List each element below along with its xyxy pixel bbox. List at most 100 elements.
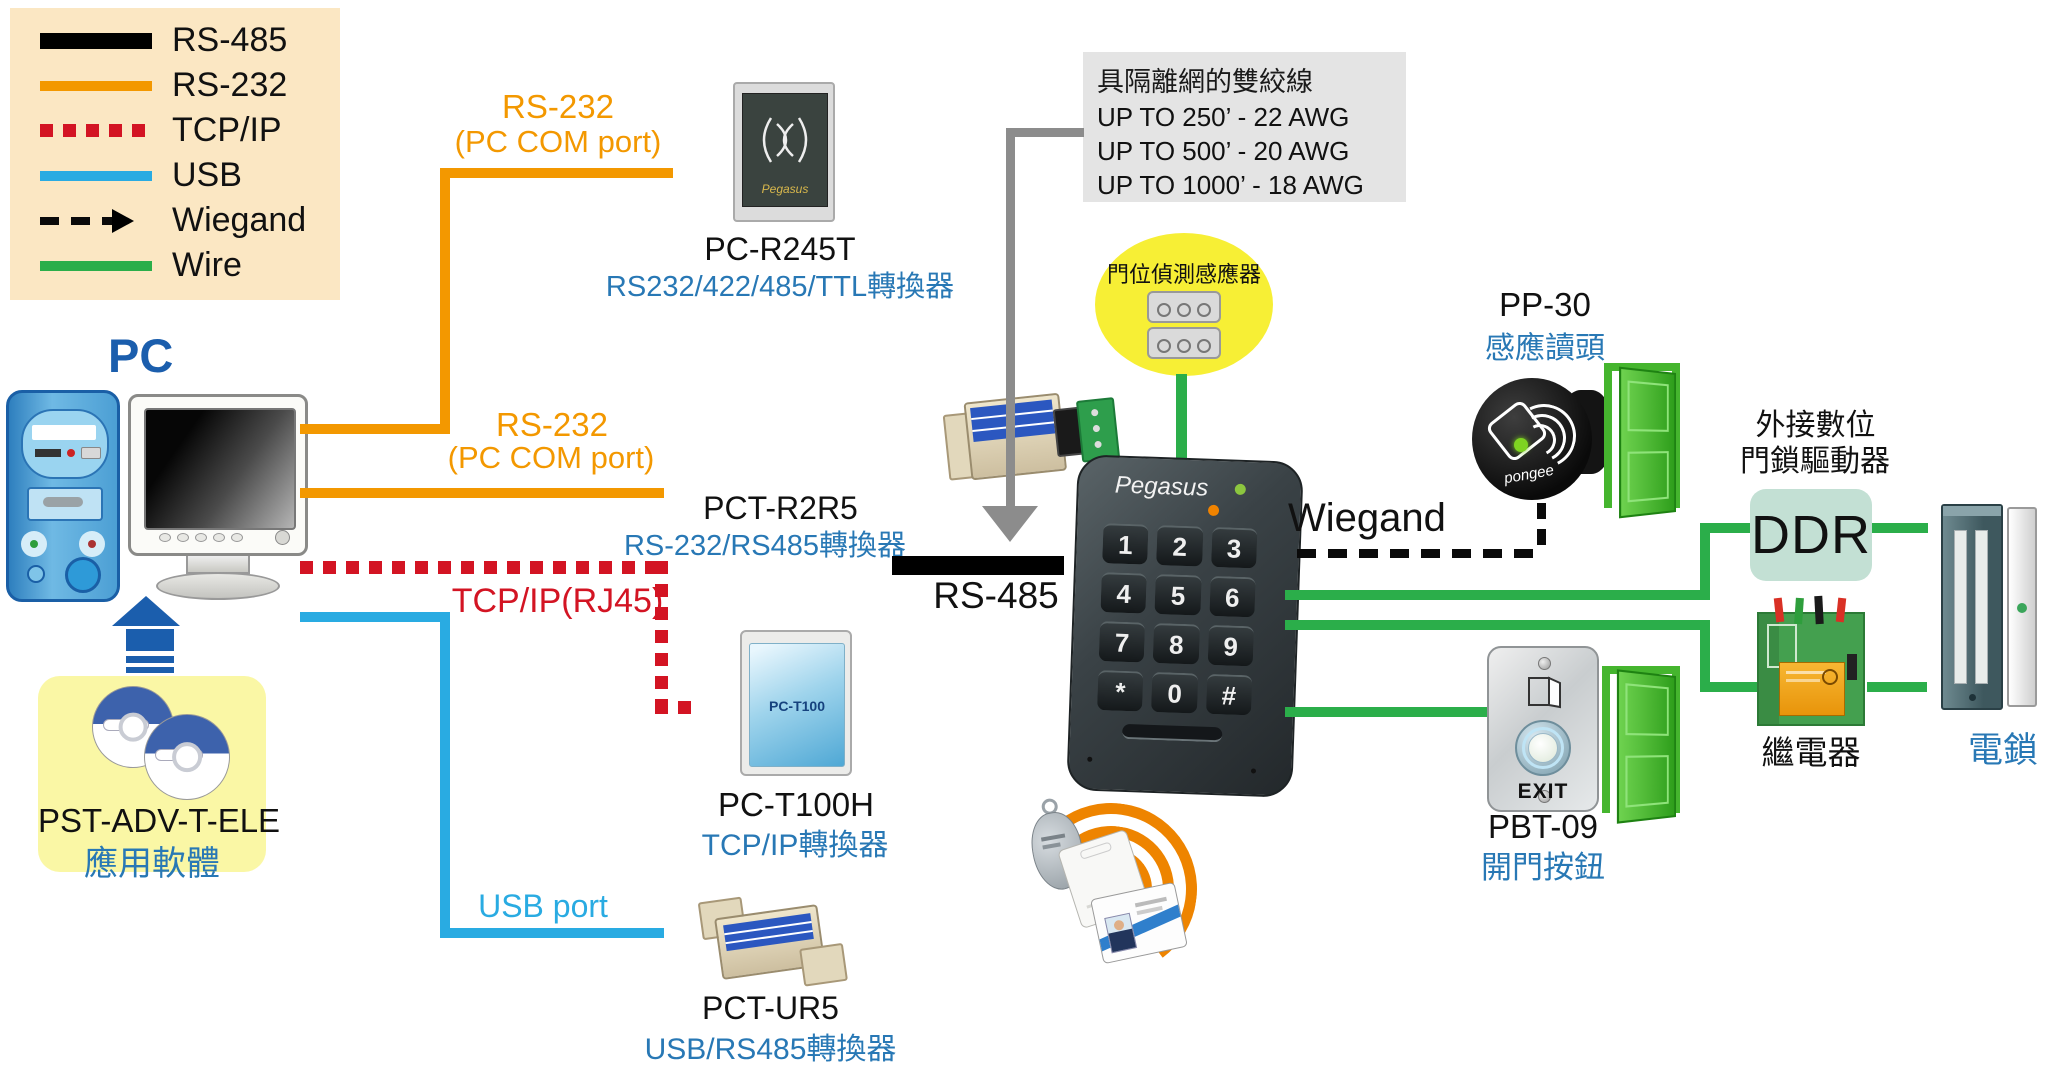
monitor-screen: [144, 408, 296, 530]
legend-item-wiegand: Wiegand: [10, 198, 340, 243]
key-8[interactable]: 8: [1153, 622, 1200, 665]
rs232-top-line-vert: [440, 168, 450, 434]
usb-line-horiz-monitor: [300, 612, 445, 622]
ddr-box: DDR: [1750, 489, 1872, 581]
rs232-top-line-horiz: [440, 168, 673, 178]
wiegand-arrow-icon: [40, 208, 152, 233]
key-0[interactable]: 0: [1151, 671, 1199, 714]
legend-label: RS-485: [172, 21, 288, 59]
maglock-armature-illustration: [2007, 507, 2037, 707]
legend-item-usb: USB: [10, 153, 340, 198]
keypad-keys: 1 2 3 4 5 6 7 8 9 * 0 #: [1097, 523, 1258, 716]
key-7[interactable]: 7: [1098, 621, 1146, 663]
wiegand-line-vert: [1537, 503, 1546, 551]
usb-line-horiz: [440, 928, 664, 938]
arrow-up-bar: [126, 629, 174, 651]
usb-label: USB port: [478, 888, 608, 924]
key-hash[interactable]: #: [1205, 673, 1253, 716]
led-orange-icon: [1207, 504, 1220, 517]
rs485-bus-bar: [892, 556, 1064, 575]
door-sensor-bubble: 門位偵測感應器: [1095, 233, 1273, 376]
pc-t100h-front-label: PC-T100: [768, 698, 826, 714]
lock-driver-title-line2: 門鎖驅動器: [1740, 445, 1890, 478]
legend-box: RS-485 RS-232 TCP/IP USB Wiegand Wire: [10, 8, 340, 300]
wire-relay-out: [1867, 682, 1927, 692]
exit-button-illustration: EXIT: [1487, 646, 1599, 812]
monitor-base: [156, 572, 280, 600]
exit-button-desc: 開門按鈕: [1481, 850, 1605, 885]
contactless-logo-icon: [762, 117, 808, 163]
reader-name: PP-30: [1499, 286, 1591, 323]
key-9[interactable]: 9: [1207, 624, 1255, 667]
pc-r245t-illustration: Pegasus: [733, 82, 835, 222]
pc-t100h-name: PC-T100H: [718, 786, 874, 823]
legend-label: RS-232: [172, 66, 288, 104]
pc-t100h-desc: TCP/IP轉換器: [701, 829, 889, 862]
key-star[interactable]: *: [1097, 670, 1144, 712]
door-exit-icon: [1528, 676, 1561, 709]
tcpip-label: TCP/IP(RJ45): [451, 582, 664, 620]
key-6[interactable]: 6: [1209, 575, 1256, 618]
keypad-controller: Pegasus 1 2 3 4 5 6 7 8 9 * 0 #: [1066, 454, 1304, 798]
lock-driver-title-line1: 外接數位: [1755, 409, 1876, 442]
lock-label: 電鎖: [1967, 731, 2038, 770]
arrow-up-stripe: [126, 656, 174, 663]
led-green-icon: [1234, 483, 1246, 496]
wire-line-icon: [40, 260, 152, 271]
legend-item-rs485: RS-485: [10, 18, 340, 63]
door-sensor-icon: [1147, 327, 1221, 359]
wire-ddr-in: [1705, 523, 1750, 533]
pct-r2r5-name: PCT-R2R5: [703, 490, 858, 526]
wire-spec-title: 具隔離網的雙絞線: [1097, 67, 1313, 97]
key-1[interactable]: 1: [1102, 523, 1149, 565]
exit-button-name: PBT-09: [1487, 808, 1599, 845]
reader-brand: pongee: [1502, 461, 1556, 488]
rs232-line-icon: [40, 80, 152, 91]
software-box: PST-ADV-T-ELE 應用軟體: [38, 676, 280, 883]
legend-item-tcpip: TCP/IP: [10, 108, 340, 153]
rs232-mid-line-horiz: [300, 488, 664, 498]
tcpip-line-vert: [655, 561, 668, 707]
reader-desc: 感應讀頭: [1485, 332, 1605, 365]
legend-label: TCP/IP: [172, 111, 282, 149]
key-2[interactable]: 2: [1156, 524, 1204, 567]
pp30-reader-illustration: pongee: [1472, 376, 1622, 506]
legend-label: USB: [172, 156, 242, 194]
key-3[interactable]: 3: [1210, 526, 1258, 569]
spec-arrow-horiz: [1010, 128, 1084, 137]
wiegand-line-horiz: [1297, 549, 1545, 558]
spec-arrow-vert: [1006, 128, 1015, 508]
reader-led-icon: [1514, 438, 1528, 452]
software-desc: 應用軟體: [84, 845, 220, 883]
pc-r245t-brand: Pegasus: [761, 182, 809, 196]
rs232-top-line-horiz-monitor: [300, 424, 445, 434]
relay-illustration: [1757, 595, 1865, 726]
wire-spec-box: 具隔離網的雙絞線 UP TO 250’ - 22 AWG UP TO 500’ …: [1083, 52, 1406, 202]
rs232-mid-label-line1: RS-232: [496, 406, 608, 443]
key-5[interactable]: 5: [1154, 573, 1202, 616]
exit-push-button[interactable]: [1515, 720, 1571, 776]
key-4[interactable]: 4: [1100, 572, 1148, 614]
wire-relay-horiz: [1285, 620, 1705, 630]
wiegand-label: Wiegand: [1288, 496, 1446, 540]
pc-r245t-name: PC-R245T: [704, 231, 856, 267]
pc-monitor-illustration: [128, 394, 308, 556]
tcpip-line-horiz: [300, 561, 668, 574]
wire-ddr-vert: [1700, 523, 1710, 600]
pc-r245t-desc: RS232/422/485/TTL轉換器: [605, 271, 955, 303]
pct-ur5-desc: USB/RS485轉換器: [644, 1033, 897, 1066]
pct-r2r5-desc: RS-232/RS485轉換器: [623, 530, 907, 562]
arrow-up-stripe: [126, 667, 174, 673]
tcpip-line-horiz-end: [655, 701, 699, 714]
legend-label: Wiegand: [172, 201, 307, 239]
door-illustration: [1602, 666, 1680, 824]
pc-title: PC: [108, 329, 174, 382]
pc-tower-illustration: [6, 390, 120, 602]
wire-spec-line: UP TO 500’ - 20 AWG: [1097, 136, 1350, 166]
keypad-slot: [1122, 723, 1223, 743]
wire-spec-line: UP TO 1000’ - 18 AWG: [1097, 170, 1364, 200]
keypad-brand: Pegasus: [1114, 471, 1209, 502]
door-sensor-label: 門位偵測感應器: [1106, 262, 1261, 287]
rs485-label: RS-485: [933, 575, 1059, 616]
wire-relay-vert: [1700, 620, 1710, 692]
